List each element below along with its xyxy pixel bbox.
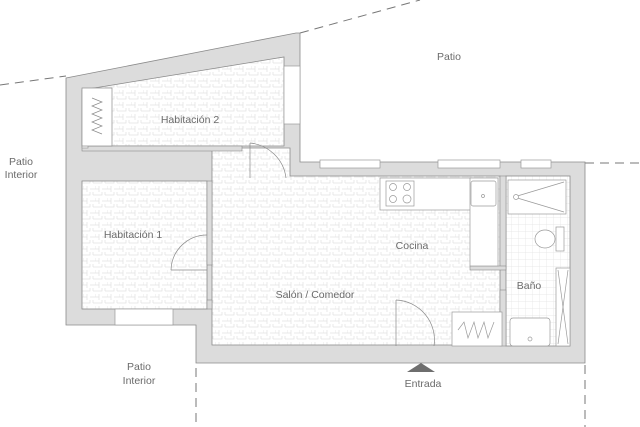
label-patio: Patio bbox=[437, 51, 461, 63]
toilet-icon bbox=[534, 229, 556, 249]
label-cocina: Cocina bbox=[396, 240, 429, 252]
washbasin-icon bbox=[509, 317, 551, 347]
label-patio-interior-left: Patio bbox=[9, 156, 33, 168]
entrance-arrow-icon bbox=[407, 363, 435, 372]
label-bano: Baño bbox=[517, 280, 542, 292]
interior-walls bbox=[81, 145, 507, 347]
label-patio-interior-bottom-2: Interior bbox=[123, 375, 156, 387]
washer-icon bbox=[451, 311, 503, 347]
wardrobe bbox=[81, 87, 113, 147]
bathroom-fixtures bbox=[451, 179, 571, 347]
room-habitacion-1 bbox=[81, 180, 208, 310]
labels: Habitación 2 Habitación 1 Salón / Comedo… bbox=[5, 51, 542, 390]
label-habitacion-2: Habitación 2 bbox=[161, 114, 220, 126]
doors bbox=[170, 142, 435, 347]
sink-icon bbox=[470, 180, 497, 207]
label-salon-comedor: Salón / Comedor bbox=[276, 289, 355, 301]
label-entrada: Entrada bbox=[405, 378, 442, 390]
label-patio-interior-bottom: Patio bbox=[127, 361, 151, 373]
label-patio-interior-left-2: Interior bbox=[5, 169, 38, 181]
label-habitacion-1: Habitación 1 bbox=[104, 229, 163, 241]
kitchen-counter bbox=[379, 177, 499, 267]
